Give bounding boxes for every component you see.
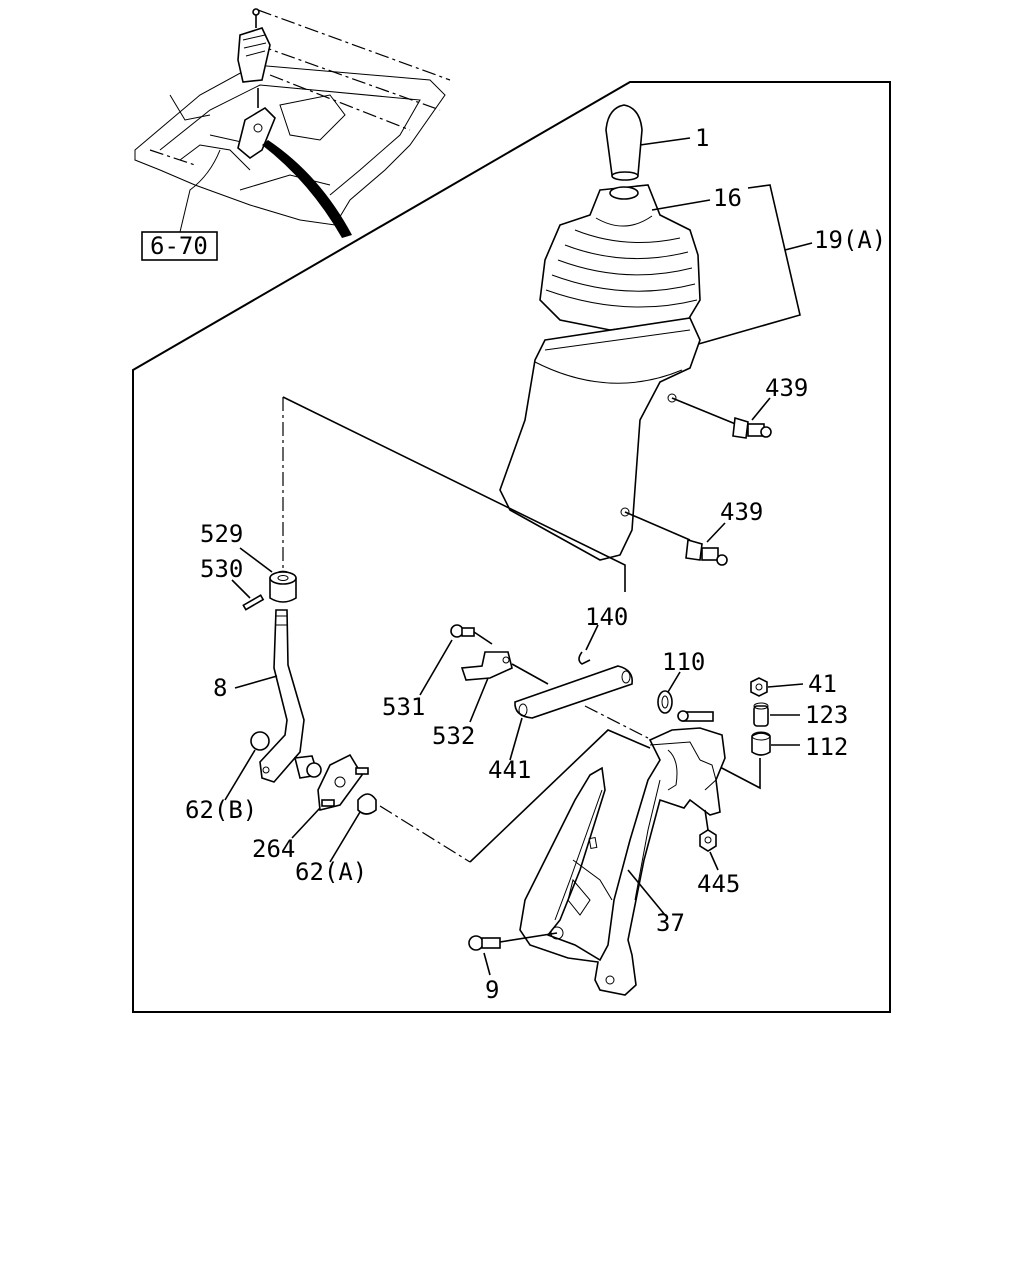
label-bracket-37: 37 (656, 909, 685, 937)
bracket-icon (460, 651, 513, 681)
label-pin: 530 (200, 555, 243, 583)
grommet (751, 731, 771, 756)
bolt-icon (624, 511, 728, 566)
label-boot-assembly: 19(A) (814, 226, 886, 254)
washer (657, 690, 673, 714)
plate (317, 753, 369, 812)
nut-icon (750, 677, 768, 697)
reference-box[interactable] (141, 231, 218, 261)
bolt-icon (671, 397, 772, 439)
shift-boot-icon (539, 184, 701, 331)
label-nut-445: 445 (697, 870, 740, 898)
label-grommet: 112 (805, 733, 848, 761)
label-collar: 123 (805, 701, 848, 729)
collar (753, 702, 769, 727)
label-shift-lever: 8 (213, 674, 227, 702)
link (514, 665, 634, 719)
console-cover (499, 317, 701, 561)
reference-box-label: 6-70 (150, 232, 208, 260)
gear-shift-knob-icon (605, 104, 643, 181)
label-link: 441 (488, 756, 531, 784)
label-boot: 16 (713, 184, 742, 212)
ball-a (357, 793, 377, 815)
ball-b (250, 731, 270, 751)
label-bolt-9: 9 (485, 976, 499, 1004)
label-knob: 1 (695, 124, 709, 152)
bolt-icon (468, 935, 501, 951)
pin (242, 594, 265, 611)
label-screw-lower: 439 (720, 498, 763, 526)
bolt-icon (450, 624, 475, 638)
detail-frame (132, 81, 891, 1013)
label-screw-upper: 439 (765, 374, 808, 402)
label-plate: 264 (252, 835, 295, 863)
label-ball-b: 62(B) (185, 796, 257, 824)
bolt-icon (677, 710, 714, 722)
label-ball-a: 62(A) (295, 858, 367, 886)
bracket-icon (519, 727, 726, 996)
label-clip: 140 (585, 603, 628, 631)
cab-floor-inset: 6-70 (134, 8, 451, 261)
label-washer: 110 (662, 648, 705, 676)
clip (578, 651, 591, 665)
nut-icon (699, 829, 717, 852)
label-bushing: 529 (200, 520, 243, 548)
label-bolt-531: 531 (382, 693, 425, 721)
bushing (269, 570, 297, 603)
shift-lever-icon (259, 609, 322, 783)
label-bracket-532: 532 (432, 722, 475, 750)
label-nut-41: 41 (808, 670, 837, 698)
